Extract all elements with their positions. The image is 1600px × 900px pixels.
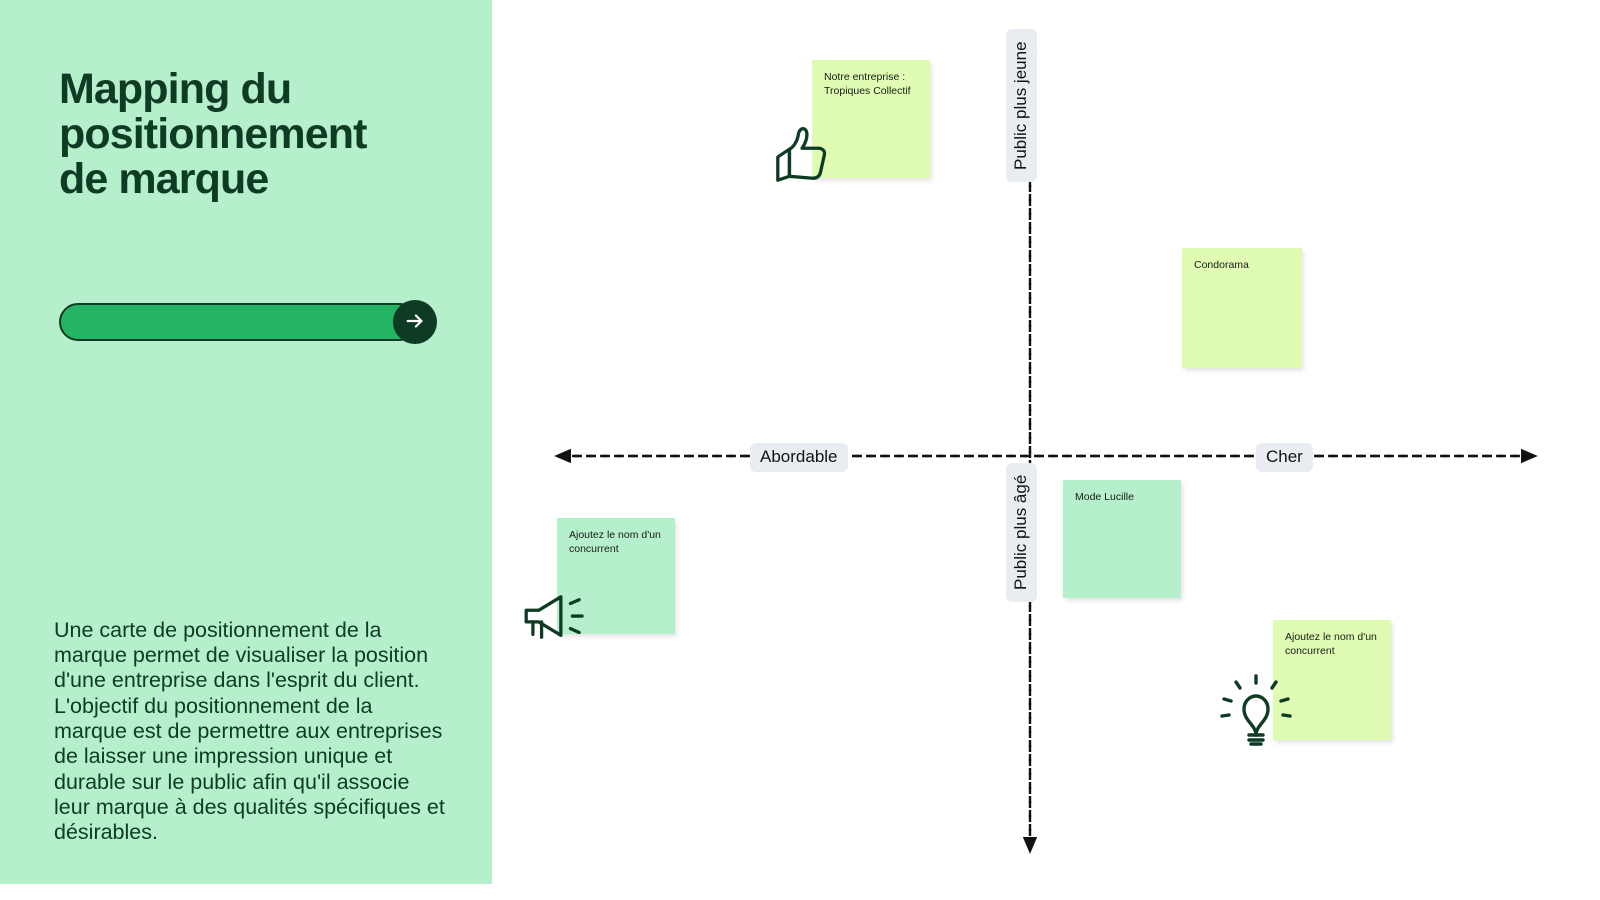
- axis-label-public-plus-age: Public plus âgé: [1006, 462, 1037, 602]
- sticky-note-text: Mode Lucille: [1075, 491, 1134, 503]
- progress-bar-track[interactable]: [59, 303, 419, 341]
- next-button[interactable]: [393, 300, 437, 344]
- axis-label-public-plus-jeune: Public plus jeune: [1006, 29, 1037, 182]
- sticky-note[interactable]: Mode Lucille: [1063, 480, 1181, 598]
- positioning-map-canvas: Abordable Cher Public plus jeune Public …: [492, 0, 1600, 900]
- progress-control: [59, 300, 437, 344]
- arrow-right-icon: [404, 310, 426, 335]
- axes-graphic: [554, 36, 1538, 854]
- axis-label-cher: Cher: [1256, 443, 1313, 472]
- description-text: Une carte de positionnement de la marque…: [54, 617, 445, 845]
- sidebar-panel: Mapping du positionnement de marque Une …: [0, 0, 492, 884]
- sticky-note[interactable]: Ajoutez le nom d'un concurrent: [1273, 620, 1391, 740]
- lightbulb-icon: [1220, 673, 1292, 752]
- sticky-note[interactable]: Ajoutez le nom d'un concurrent: [557, 518, 675, 634]
- sticky-note-text: Ajoutez le nom d'un concurrent: [569, 529, 661, 556]
- page-title: Mapping du positionnement de marque: [59, 64, 367, 204]
- sticky-note-text: Notre entreprise : Tropiques Collectif: [824, 71, 911, 98]
- thumbs-up-icon: [772, 124, 834, 191]
- sticky-note-text: Ajoutez le nom d'un concurrent: [1285, 631, 1377, 658]
- sticky-note[interactable]: Notre entreprise : Tropiques Collectif: [812, 60, 930, 178]
- sticky-note-text: Condorama: [1194, 259, 1249, 271]
- sticky-note[interactable]: Condorama: [1182, 248, 1302, 368]
- megaphone-icon: [522, 592, 592, 649]
- axis-label-abordable: Abordable: [750, 443, 848, 472]
